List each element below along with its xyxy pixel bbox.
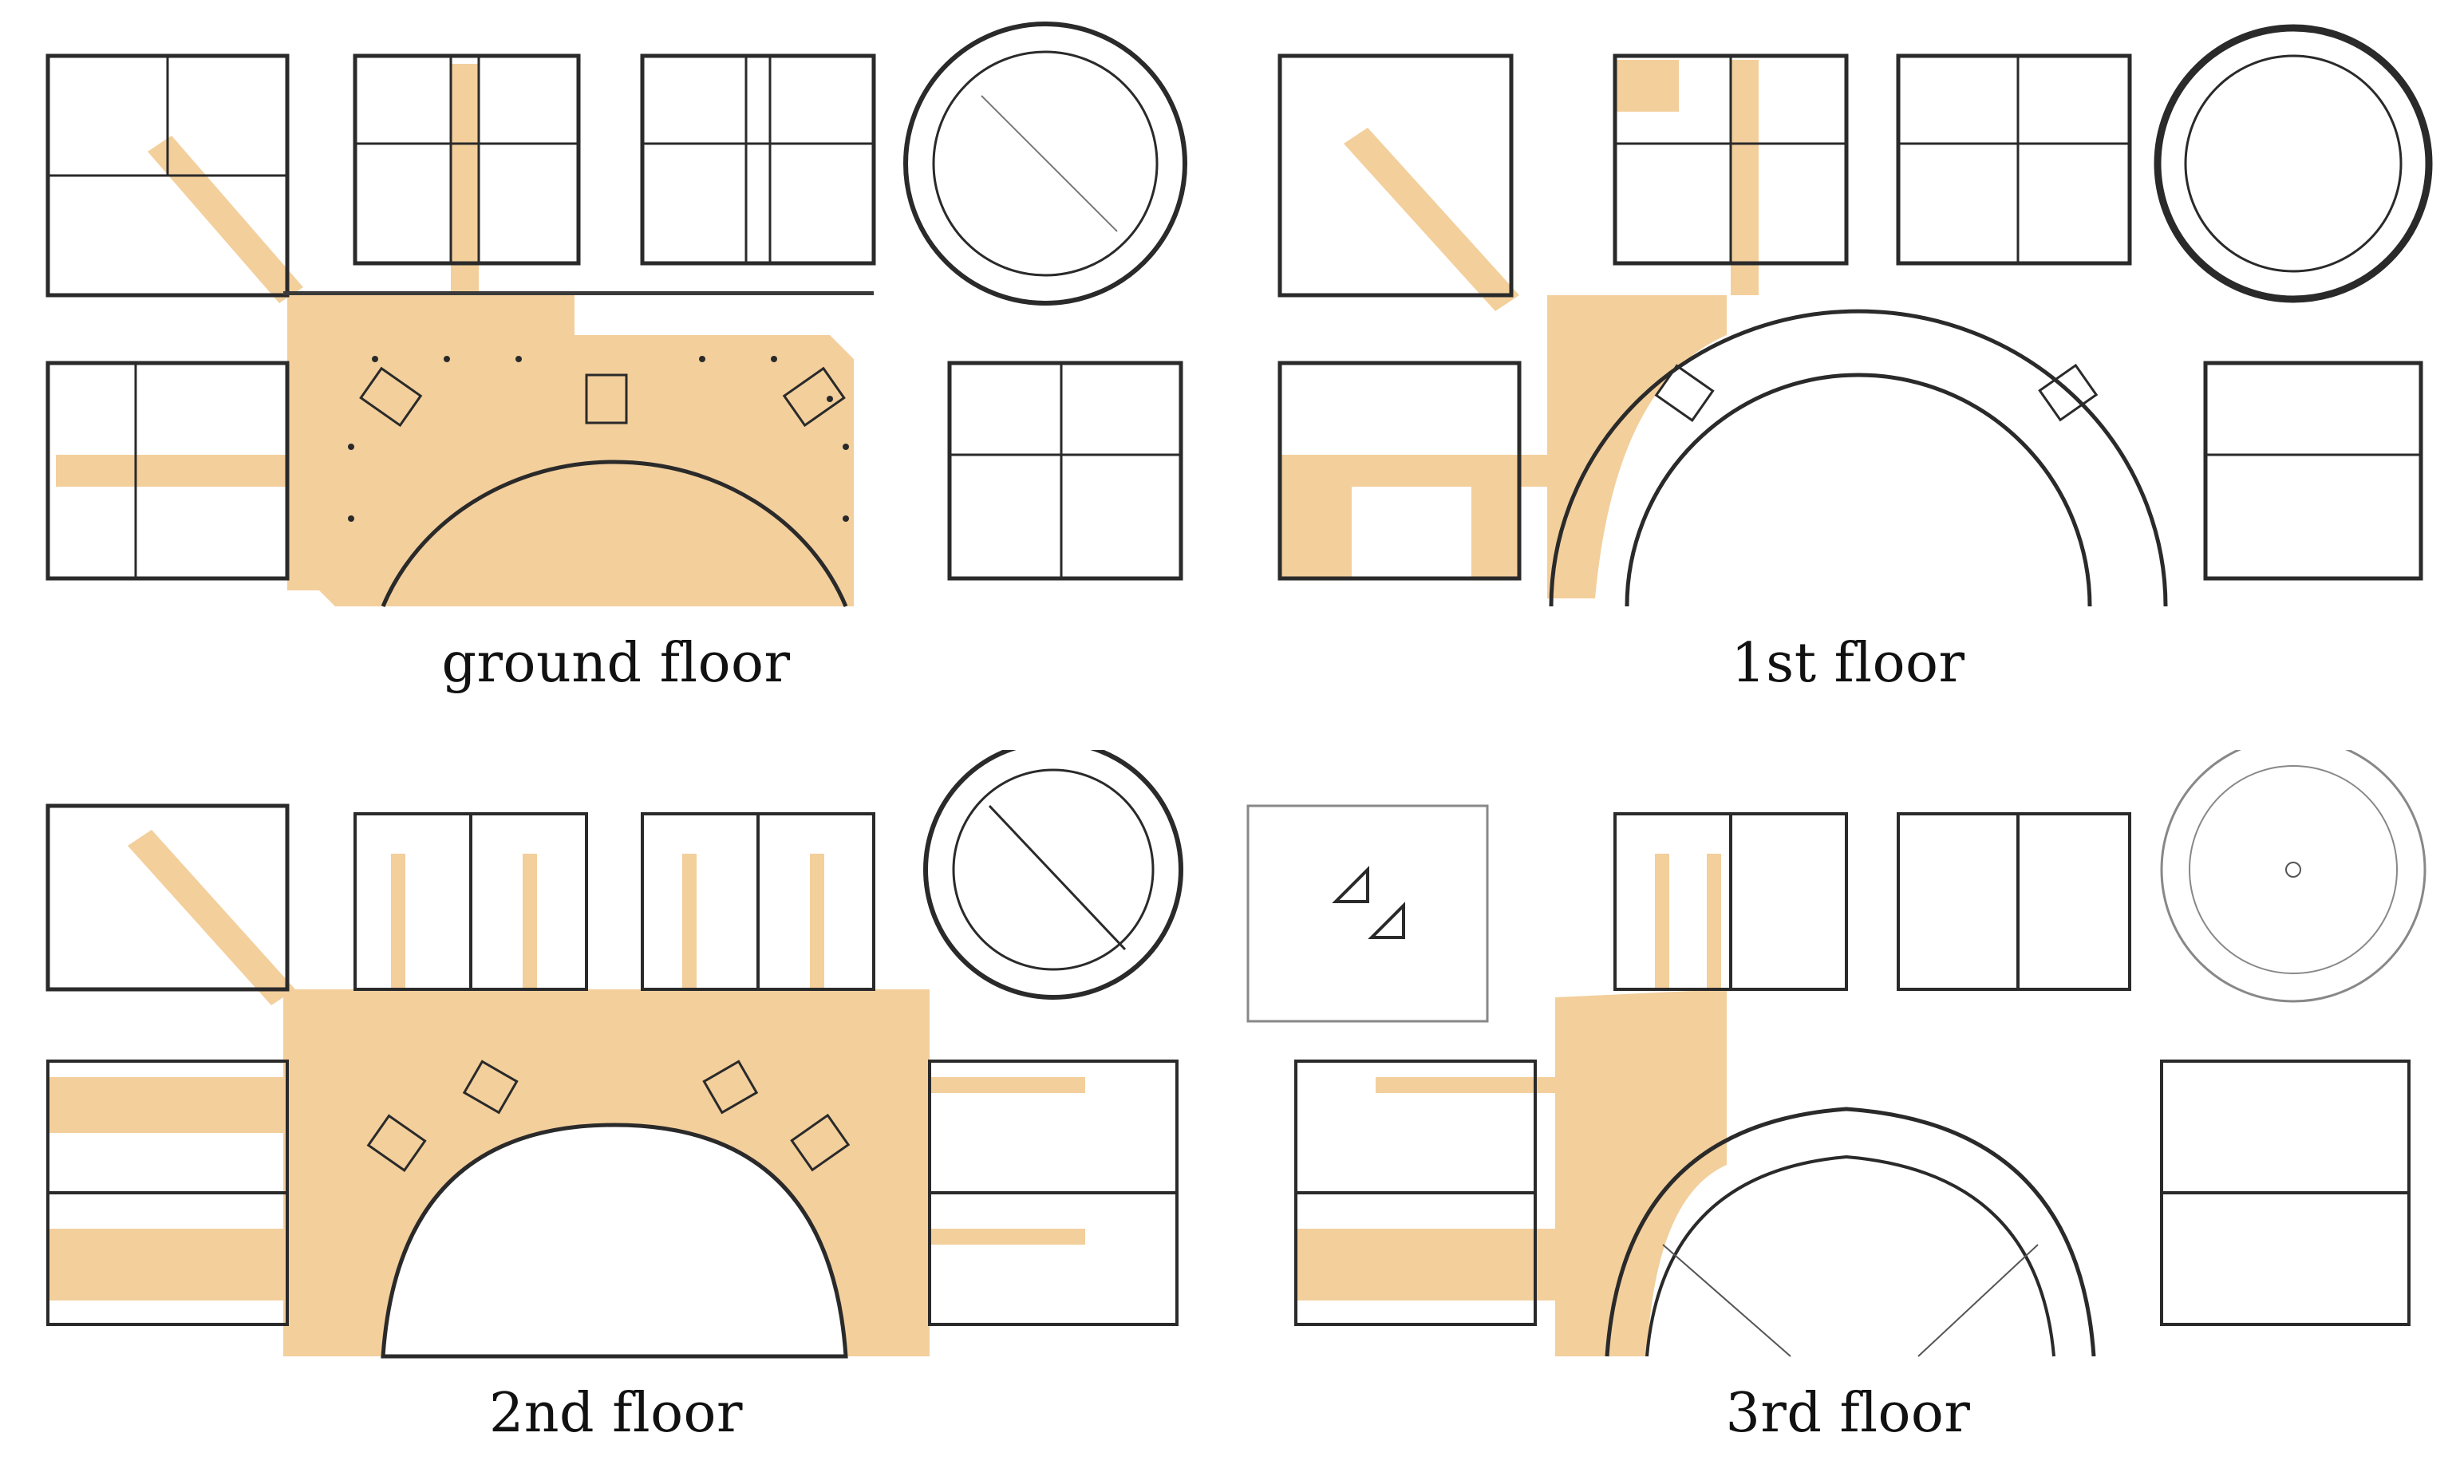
highlight-wing-left — [48, 1077, 283, 1133]
floor-label: 2nd floor — [488, 1382, 743, 1445]
floor-plan-2nd — [45, 750, 1183, 1359]
rotunda — [923, 750, 1183, 1000]
highlight-diagonal — [1344, 128, 1519, 311]
floor-label: 1st floor — [1731, 632, 1965, 695]
highlight-ring — [1547, 295, 1727, 598]
plan-panel-1st-floor: 1st floor — [1232, 0, 2464, 734]
plan-panel-ground-floor: ground floor — [0, 0, 1232, 734]
rotunda — [2154, 24, 2433, 303]
highlight-diagonal — [128, 830, 295, 1005]
roof-terrace — [1246, 804, 1489, 1023]
highlight-corridor-top — [1731, 60, 1759, 295]
stairs — [359, 366, 846, 428]
block-left-wing — [45, 361, 290, 581]
highlight-wing-left-2 — [1376, 1077, 1555, 1093]
highlight-corridor-left — [1280, 455, 1547, 487]
highlight-zone — [283, 989, 930, 1356]
highlight-wing-left-2 — [48, 1229, 283, 1300]
central-arc — [1625, 373, 2092, 607]
rotunda — [903, 22, 1187, 306]
central-arc — [1605, 1107, 2096, 1357]
central-arc — [381, 1123, 848, 1359]
highlight-ring-arc — [1607, 1117, 1727, 1356]
highlight-diagonal — [148, 136, 303, 303]
plan-panel-2nd-floor: 2nd floor — [0, 750, 1232, 1484]
highlight-wing-right-2 — [930, 1229, 1085, 1245]
block-right-wing — [947, 361, 1183, 581]
rotunda — [2160, 750, 2426, 1003]
plan-panel-3rd-floor: 3rd floor — [1232, 750, 2464, 1484]
floor-label: 3rd floor — [1725, 1382, 1971, 1445]
floor-plan-3rd — [1246, 750, 2426, 1357]
floor-plan-ground — [45, 22, 1187, 607]
diamond-lines — [1662, 1244, 2039, 1357]
highlight-stubs — [1655, 854, 1721, 989]
floor-label: ground floor — [441, 632, 791, 695]
highlight-stubs — [391, 854, 824, 989]
highlight-corridor-left — [56, 455, 287, 487]
block-top-1 — [353, 53, 581, 266]
floor-plan-1st — [1277, 24, 2433, 607]
highlight-room-left-2 — [1471, 487, 1519, 578]
highlight-wing-left — [1296, 1229, 1555, 1300]
columns — [348, 356, 849, 522]
highlight-room-top — [1615, 60, 1679, 112]
central-arc — [381, 460, 848, 607]
highlight-ring — [1555, 989, 1727, 1356]
highlight-wing-right — [930, 1077, 1085, 1093]
highlight-corridor-top — [451, 64, 479, 295]
highlight-room-left — [1280, 487, 1352, 578]
block-top-2 — [640, 53, 876, 266]
